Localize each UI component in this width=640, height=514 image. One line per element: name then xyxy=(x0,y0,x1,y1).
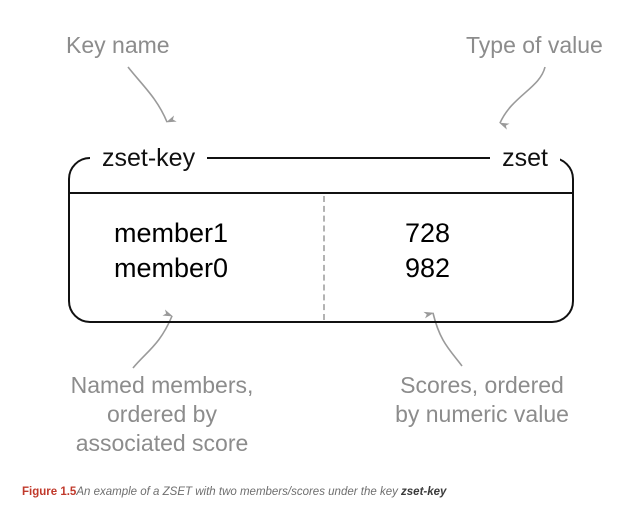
score-cell: 728 xyxy=(405,218,451,248)
arrow-named-members xyxy=(132,309,173,369)
zset-table: member1 member0 728 982 xyxy=(70,196,572,321)
arrow-key-name xyxy=(127,66,177,123)
scores-column: 728 982 xyxy=(323,196,572,321)
zset-key-name-label: zset-key xyxy=(90,140,208,176)
arrow-type-of-value xyxy=(499,66,546,130)
annotation-key-name: Key name xyxy=(66,32,170,58)
member-cell: member1 xyxy=(114,218,229,248)
annotation-type-of-value: Type of value xyxy=(466,32,603,58)
figure-caption-key: zset-key xyxy=(401,486,447,498)
score-cell: 982 xyxy=(405,253,451,283)
figure-caption: Figure 1.5An example of a ZSET with two … xyxy=(22,484,446,500)
dashed-column-divider xyxy=(323,196,325,320)
zset-type-label: zset xyxy=(490,140,560,176)
annotation-scores-ordered: Scores, ordered by numeric value xyxy=(395,372,569,427)
figure-caption-text-before: An example of a xyxy=(76,486,163,498)
figure-caption-text-middle: with two members/scores under the key xyxy=(192,486,402,498)
figure-caption-emphasis: ZSET xyxy=(162,486,193,498)
box-inner-rule xyxy=(70,192,572,194)
members-column: member1 member0 xyxy=(70,196,323,321)
header-divider-rule xyxy=(209,157,489,159)
zset-box-header: zset-key zset xyxy=(68,140,574,176)
member-cell: member0 xyxy=(114,253,229,283)
figure-caption-number: Figure 1.5 xyxy=(22,486,77,498)
annotation-named-members: Named members, ordered by associated sco… xyxy=(70,372,254,456)
header-left-cap xyxy=(72,140,90,176)
